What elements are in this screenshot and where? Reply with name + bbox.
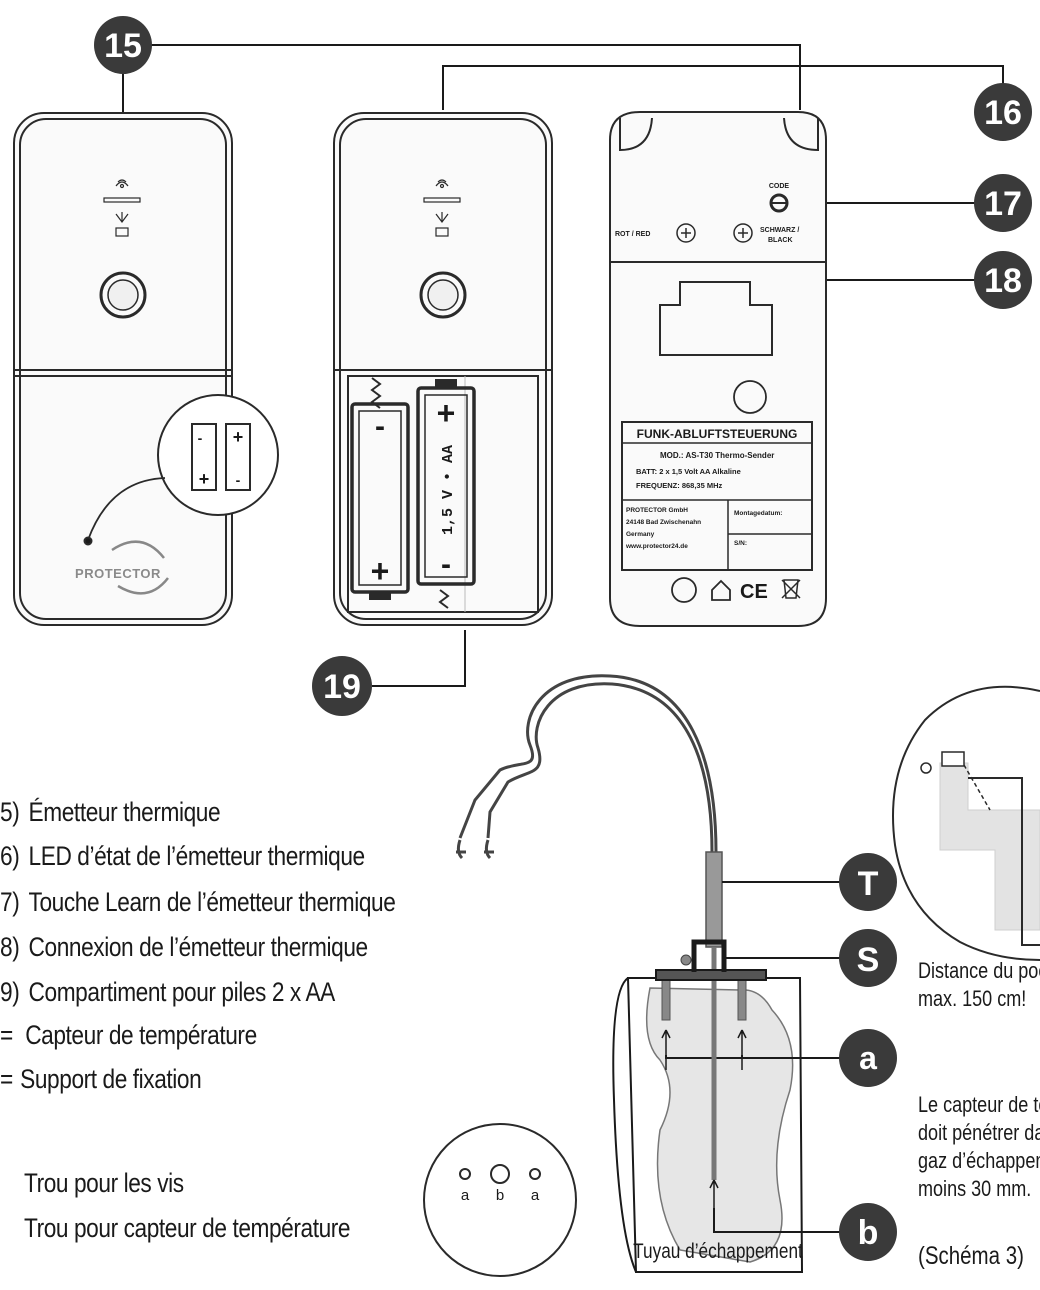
svg-text:Montagedatum:: Montagedatum: [734, 510, 782, 517]
legend-item-T: =Capteur de température [0, 1020, 257, 1050]
svg-text:19: 19 [323, 668, 361, 706]
badge-S: S [839, 929, 897, 987]
protector-logo-icon [111, 540, 169, 595]
svg-text:16: 16 [984, 94, 1022, 132]
svg-text:S: S [857, 941, 880, 979]
legend-item-S: =Support de fixation [0, 1064, 202, 1094]
svg-text:18: 18 [984, 262, 1022, 300]
temperature-sensor [705, 851, 723, 948]
svg-text:S/N:: S/N: [734, 540, 747, 547]
svg-text:-: - [198, 430, 203, 446]
mounting-bracket [655, 969, 767, 981]
badge-a: a [839, 1029, 897, 1087]
svg-text:Germany: Germany [626, 531, 655, 538]
sensor-note-line-1: Le capteur de te [918, 1092, 1040, 1117]
sensor-note-line-4: moins 30 mm. [918, 1176, 1032, 1201]
svg-text:+: + [199, 469, 210, 489]
exhaust-pipe [612, 939, 840, 1273]
legend-item-15: 5)Émetteur thermique [0, 797, 221, 827]
learn-button [99, 271, 147, 319]
home-icon [711, 579, 731, 601]
hole-pattern [423, 1123, 577, 1277]
svg-text:-: - [236, 472, 241, 488]
schema-label: (Schéma 3) [918, 1242, 1024, 1270]
hole-label-b: b [496, 1187, 504, 1204]
svg-text:a: a [859, 1040, 877, 1076]
battery-zoom-circle [157, 394, 279, 516]
legend-item-16: 6)LED d’état de l’émetteur thermique [0, 841, 365, 871]
black-terminal-label-2: BLACK [768, 237, 793, 244]
legend-item-a: Trou pour les vis [24, 1168, 184, 1198]
svg-text:-: - [375, 410, 385, 443]
svg-text:T: T [858, 865, 879, 903]
black-terminal-label-1: SCHWARZ / [760, 227, 799, 234]
svg-text:+: + [233, 427, 244, 447]
legend-item-17: 7)Touche Learn de l’émetteur thermique [0, 887, 396, 917]
battery-voltage-label: 1,5 V • AA [440, 445, 457, 535]
pipe-label: Tuyau d’échappement [633, 1241, 803, 1264]
svg-text:24148 Bad Zwischenahn: 24148 Bad Zwischenahn [626, 519, 701, 526]
signal-icon [115, 179, 129, 189]
badge-T: T [839, 853, 897, 911]
svg-text:b: b [858, 1214, 879, 1252]
hole-label-a-right: a [531, 1187, 540, 1204]
svg-text:17: 17 [984, 185, 1022, 223]
device-back [609, 111, 827, 627]
sensor-note-line-2: doit pénétrer dar [918, 1120, 1040, 1145]
svg-text:-: - [441, 548, 451, 581]
red-terminal-label: ROT / RED [615, 231, 650, 238]
leader-lines-top [122, 44, 1004, 687]
brand-logo-text: PROTECTOR [75, 566, 161, 581]
code-label: CODE [769, 183, 790, 190]
svg-text:BATT: 2 x 1,5 Volt AA Alkaline: BATT: 2 x 1,5 Volt AA Alkaline [636, 467, 741, 476]
svg-text:+: + [437, 395, 456, 431]
legend-item-b: Trou pour capteur de température [24, 1213, 351, 1243]
svg-text:PROTECTOR GmbH: PROTECTOR GmbH [626, 507, 688, 514]
badge-b: b [839, 1203, 897, 1261]
stove-distance-zoom [892, 685, 1040, 961]
badge-16: 16 [974, 83, 1032, 141]
device-front [13, 112, 279, 626]
svg-text:FREQUENZ: 868,35 MHz: FREQUENZ: 868,35 MHz [636, 481, 723, 490]
badge-19: 19 [312, 656, 372, 716]
badge-18: 18 [974, 251, 1032, 309]
sensor-note-line-3: gaz d’échappem [918, 1148, 1040, 1173]
badge-17: 17 [974, 174, 1032, 232]
weee-bin-icon [781, 579, 801, 599]
legend-item-19: 9)Compartiment pour piles 2 x AA [0, 977, 335, 1007]
connector-housing [659, 281, 773, 356]
svg-text:MOD.: AS-T30 Thermo-Sender: MOD.: AS-T30 Thermo-Sender [660, 451, 774, 460]
device-battery-open [333, 112, 553, 626]
ce-mark: CE [740, 581, 768, 603]
plate-title: FUNK-ABLUFTSTEUERUNG [637, 427, 798, 441]
svg-text:www.protector24.de: www.protector24.de [625, 543, 688, 550]
led-icon [115, 212, 129, 237]
badge-15: 15 [94, 16, 152, 74]
sensor-cable [456, 674, 718, 860]
svg-text:+: + [371, 553, 390, 589]
type-plate [621, 421, 813, 571]
svg-text:15: 15 [104, 27, 142, 65]
legend-item-18: 8)Connexion de l’émetteur thermique [0, 932, 368, 962]
hole-label-a-left: a [461, 1187, 470, 1204]
distance-note-line-1: Distance du poêl [918, 958, 1040, 983]
distance-note-line-2: max. 150 cm! [918, 986, 1027, 1011]
